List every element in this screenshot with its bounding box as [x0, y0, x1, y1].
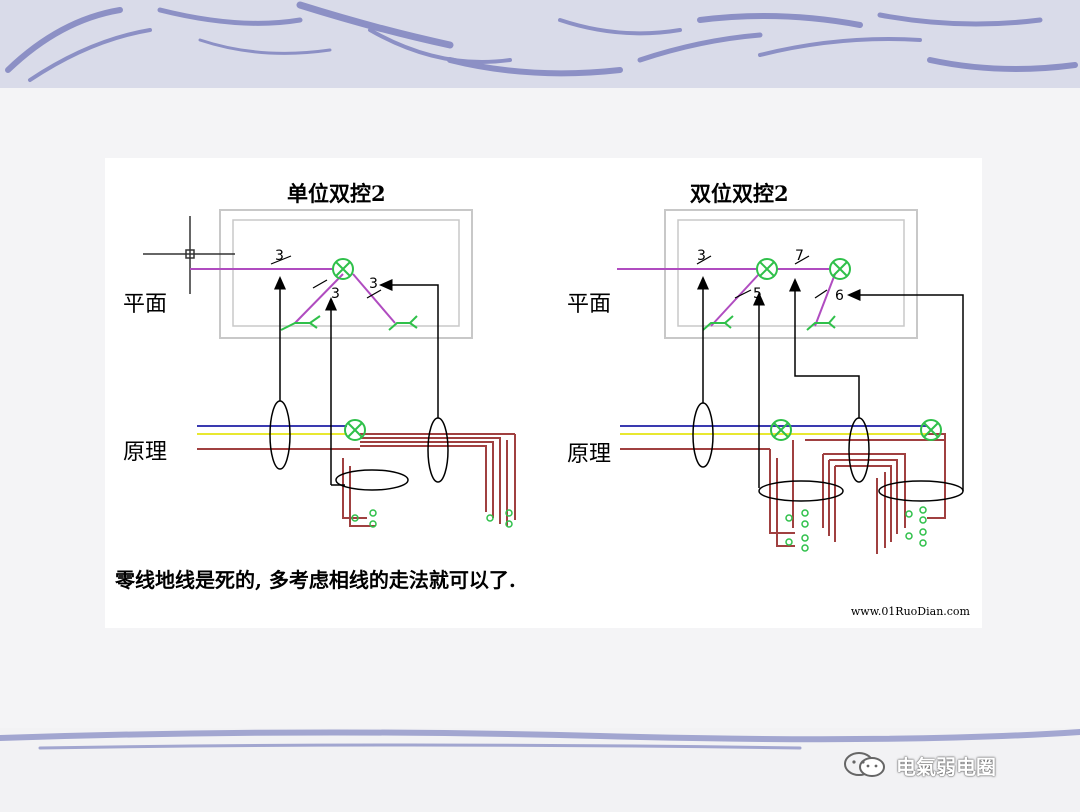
- right-diagram: [617, 209, 964, 554]
- right-schematic-lamp-1: [770, 419, 792, 441]
- left-plan-switches: [280, 315, 418, 331]
- watermark: 电氣弱电圈: [842, 750, 996, 780]
- right-plan-wires: [617, 255, 836, 327]
- wechat-icon: [844, 752, 885, 777]
- watermark-text: 电氣弱电圈: [896, 754, 996, 779]
- diagram-panel: 单位双控2 双位双控2 平面 原理 平面 原理 3 3 3 3 7 5 6 零线…: [105, 158, 982, 628]
- left-wire-count-3: 3: [369, 276, 378, 292]
- left-schematic-label: 原理: [123, 440, 168, 465]
- left-schematic-switches: [351, 509, 513, 528]
- left-arrows: [274, 276, 439, 486]
- left-wire-count-1: 3: [275, 248, 284, 264]
- left-plan-label: 平面: [123, 292, 168, 317]
- right-room-inner: [677, 219, 905, 327]
- left-schematic-lamp: [344, 419, 366, 441]
- left-wire-count-2: 3: [331, 286, 340, 302]
- right-room-outer: [664, 209, 918, 339]
- crosshair-icon: [143, 216, 235, 294]
- left-plan-wires: [190, 255, 396, 324]
- brush-stroke-footer: [0, 729, 1080, 750]
- right-wire-count-2: 7: [795, 248, 804, 264]
- right-wire-count-3: 5: [753, 286, 762, 302]
- right-arrows: [697, 276, 964, 491]
- right-schematic-lines: [620, 425, 946, 554]
- right-schematic-lamp-2: [920, 419, 942, 441]
- right-plan-label: 平面: [567, 292, 612, 317]
- website-text: www.01RuoDian.com: [850, 605, 970, 618]
- right-title: 双位双控2: [690, 181, 789, 206]
- note-text: 零线地线是死的, 多考虑相线的走法就可以了.: [115, 568, 516, 592]
- left-title: 单位双控2: [287, 181, 386, 206]
- left-plan-lamp: [332, 258, 354, 280]
- right-plan-switches: [702, 315, 836, 331]
- right-wire-count-4: 6: [835, 288, 844, 304]
- right-plan-lamp-2: [829, 258, 851, 280]
- right-wire-count-1: 3: [697, 248, 706, 264]
- right-plan-lamp-1: [756, 258, 778, 280]
- brush-stroke-header: [5, 1, 1078, 82]
- left-room-outer: [219, 209, 473, 339]
- wiring-diagram: [143, 209, 964, 554]
- left-room-inner: [232, 219, 460, 327]
- right-schematic-label: 原理: [567, 442, 612, 467]
- right-schematic-switches: [785, 506, 927, 552]
- left-schematic-lines: [197, 425, 516, 527]
- left-diagram: [143, 209, 516, 528]
